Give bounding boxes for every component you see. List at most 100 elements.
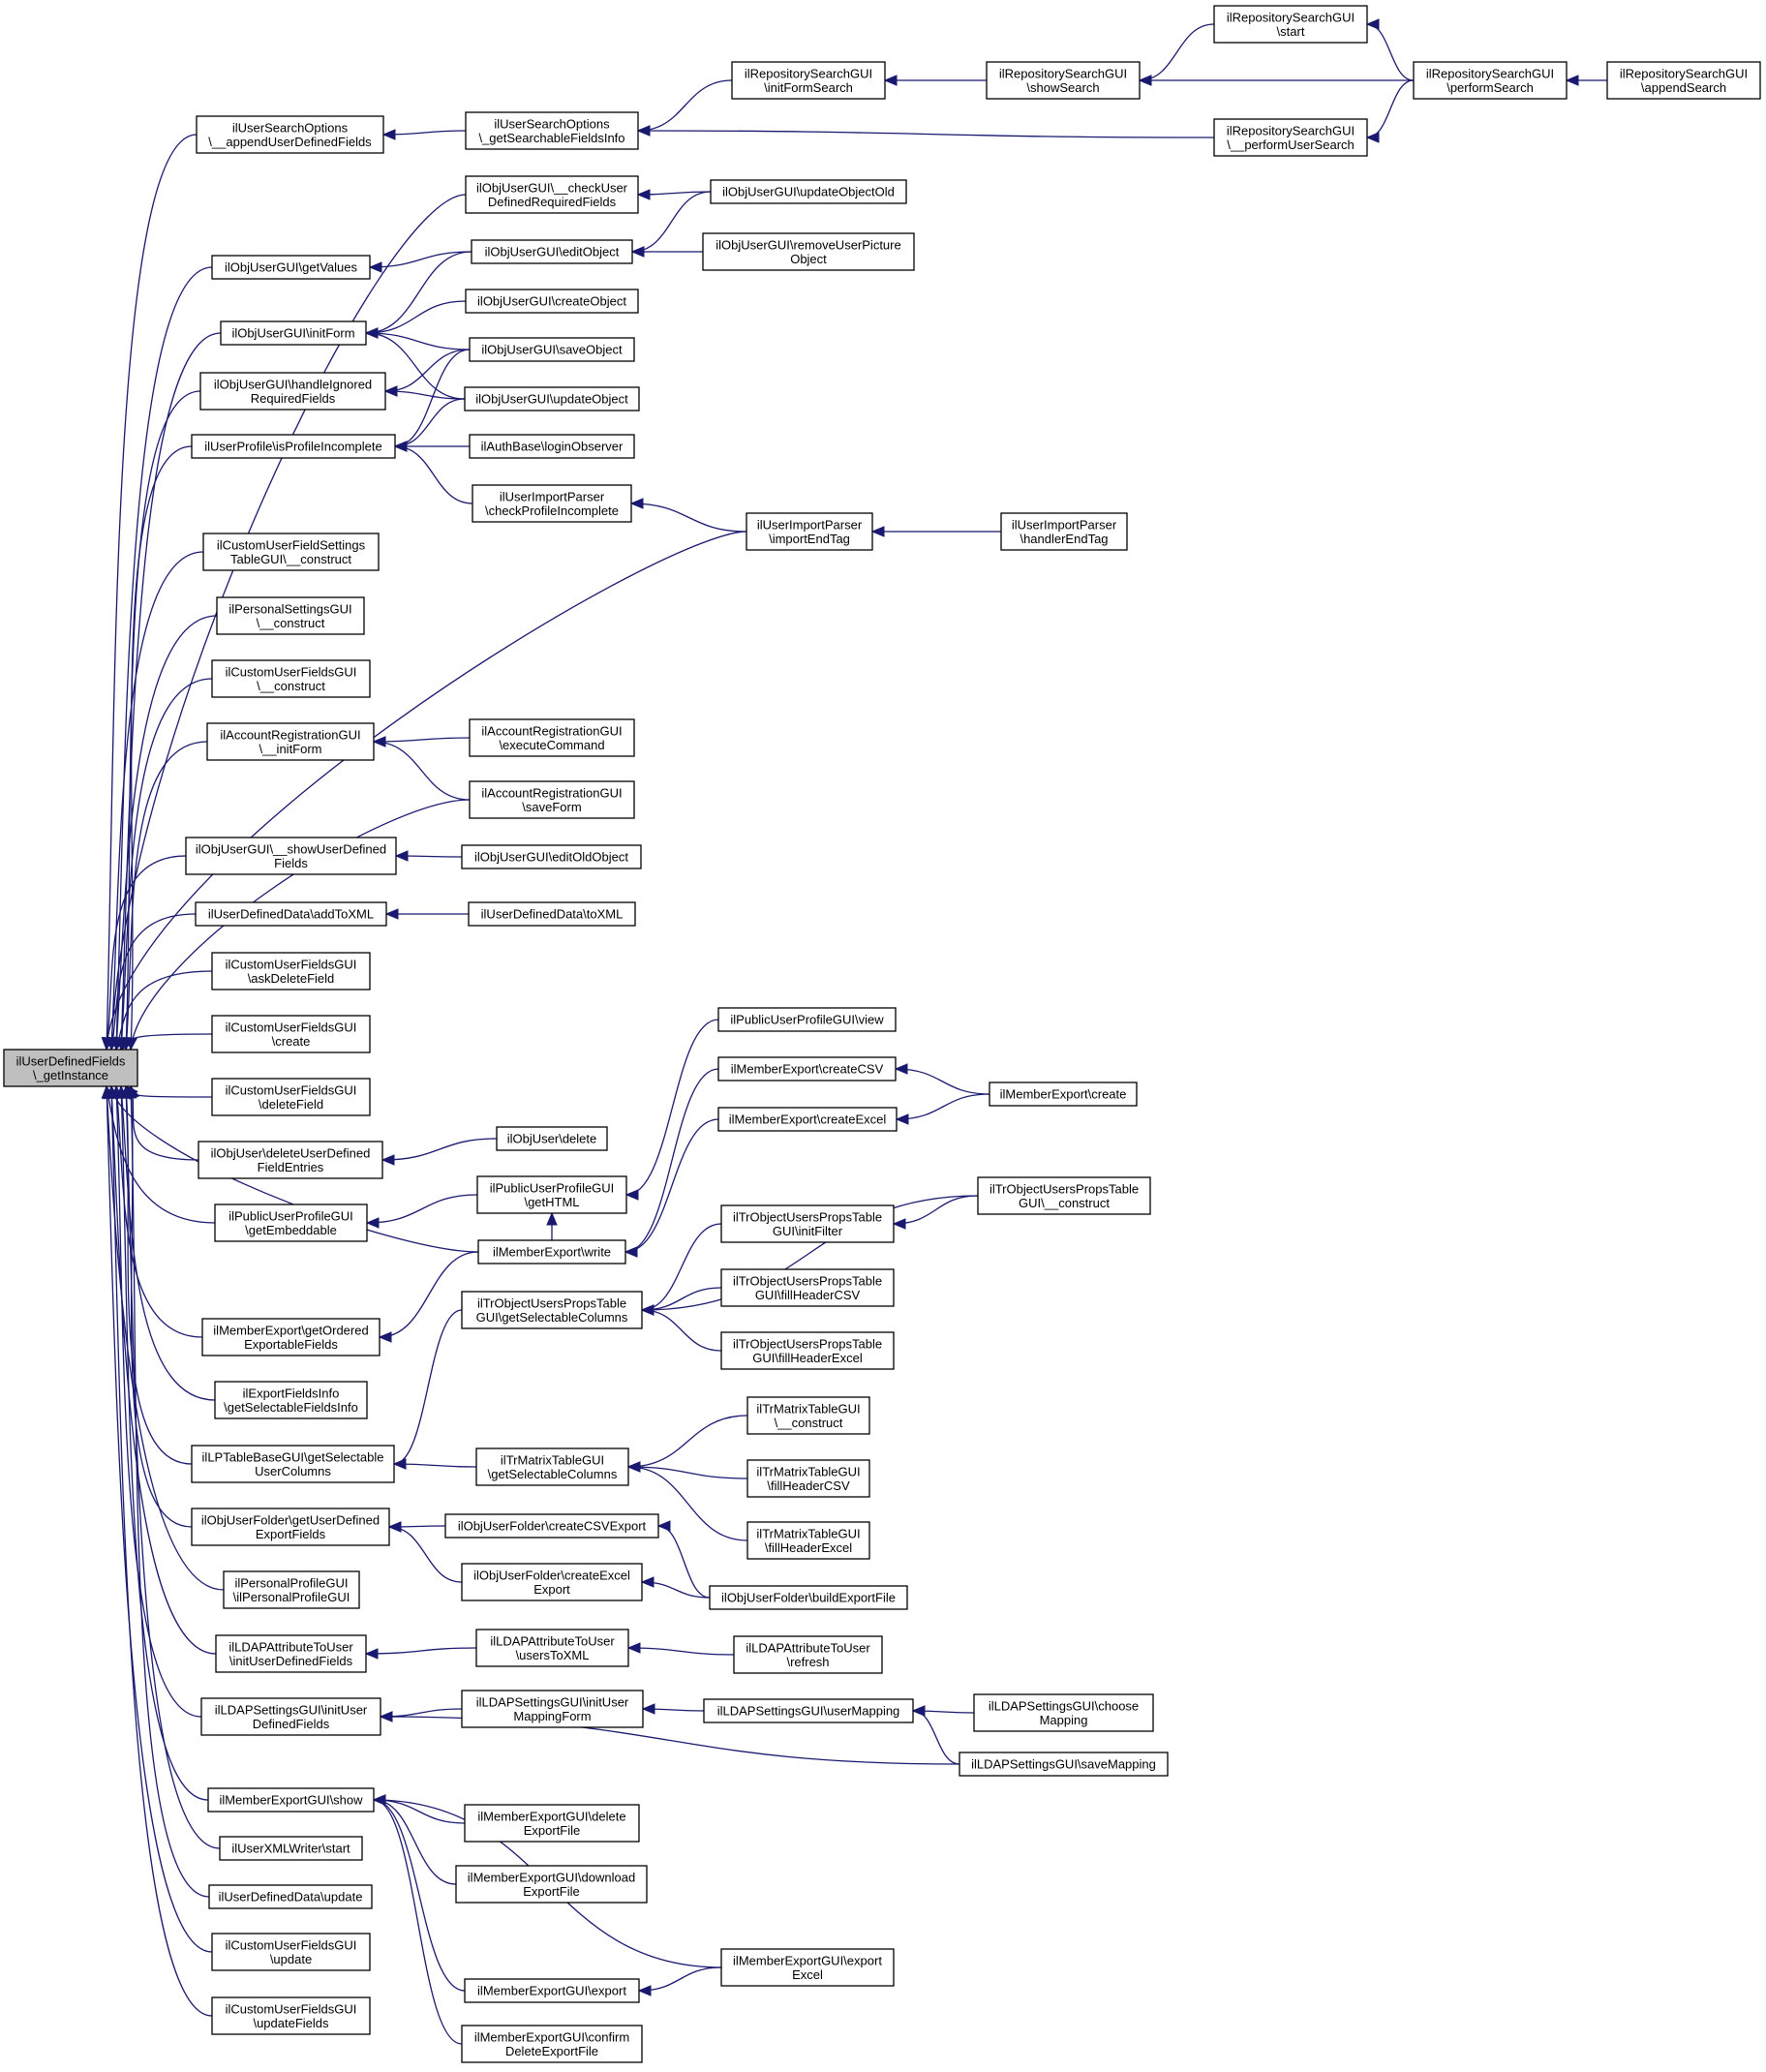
function-node-ar_initform[interactable]: ilAccountRegistrationGUI\__initForm [206, 722, 375, 761]
function-node-uf_getudf[interactable]: ilObjUserFolder\getUserDefinedExportFiel… [191, 1508, 390, 1546]
function-node-ou_delete[interactable]: ilObjUser\delete [496, 1126, 608, 1151]
function-node-pup_embed[interactable]: ilPublicUserProfileGUI\getEmbeddable [214, 1204, 368, 1242]
function-node-pup_gethtml[interactable]: ilPublicUserProfileGUI\getHTML [476, 1175, 627, 1214]
arrowhead [637, 1985, 652, 1996]
function-node-udd_update[interactable]: ilUserDefinedData\update [208, 1884, 373, 1909]
function-node-meg_show[interactable]: ilMemberExportGUI\show [207, 1787, 375, 1813]
arrowhead [383, 385, 398, 397]
function-node-cufst[interactable]: ilCustomUserFieldSettingsTableGUI\__cons… [202, 533, 380, 571]
function-node-ou_editold[interactable]: ilObjUserGUI\editOldObject [461, 844, 642, 869]
edge-line [120, 332, 222, 1051]
function-node-ar_exec[interactable]: ilAccountRegistrationGUI\executeCommand [469, 718, 635, 757]
arrowhead [1138, 75, 1152, 86]
function-node-tr_fillexcel[interactable]: ilTrObjectUsersPropsTableGUI\fillHeaderE… [720, 1331, 895, 1370]
function-node-cuf_updatefields[interactable]: ilCustomUserFieldsGUI\updateFields [211, 1996, 371, 2035]
function-node-pup_view[interactable]: ilPublicUserProfileGUI\view [717, 1007, 897, 1032]
node-label-line: FieldEntries [258, 1160, 324, 1174]
function-node-cuf_delete[interactable]: ilCustomUserFieldsGUI\deleteField [211, 1078, 371, 1116]
function-node-me_excel[interactable]: ilMemberExport\createExcel [717, 1107, 898, 1132]
function-node-up_incomplete[interactable]: ilUserProfile\isProfileIncomplete [191, 434, 396, 459]
function-node-me_csv[interactable]: ilMemberExport\createCSV [717, 1056, 897, 1082]
function-node-ou_updold[interactable]: ilObjUserGUI\updateObjectOld [710, 179, 907, 204]
node-box [198, 1141, 383, 1179]
function-node-me_create[interactable]: ilMemberExport\create [989, 1082, 1138, 1107]
function-node-uip_handler[interactable]: ilUserImportParser\handlerEndTag [1000, 512, 1128, 551]
function-node-trm_fillexcel[interactable]: ilTrMatrixTableGUI\fillHeaderExcel [746, 1521, 870, 1560]
function-node-trm_getsel[interactable]: ilTrMatrixTableGUI\getSelectableColumns [475, 1447, 629, 1486]
function-node-me_write[interactable]: ilMemberExport\write [477, 1239, 626, 1265]
node-label-line: GUI\initFilter [773, 1224, 843, 1238]
call-edge-rs_show-to-rs_init [883, 75, 987, 86]
function-node-ou_getvalues[interactable]: ilObjUserGUI\getValues [211, 255, 371, 280]
node-box [702, 232, 915, 271]
function-node-meg_confirm[interactable]: ilMemberExportGUI\confirmDeleteExportFil… [461, 2025, 643, 2063]
function-node-ou_initform[interactable]: ilObjUserGUI\initForm [220, 320, 367, 346]
function-node-lptb_getsel[interactable]: ilLPTableBaseGUI\getSelectableUserColumn… [191, 1445, 395, 1483]
function-node-rs_perform[interactable]: ilRepositorySearchGUI\performSearch [1413, 61, 1568, 100]
function-node-ou_create[interactable]: ilObjUserGUI\createObject [465, 289, 639, 314]
function-node-ldaps_save[interactable]: ilLDAPSettingsGUI\saveMapping [959, 1752, 1169, 1777]
function-node-udd_toxml[interactable]: ilUserDefinedData\toXML [468, 901, 636, 927]
node-label-line: ilExportFieldsInfo [243, 1386, 340, 1400]
function-node-meg_export[interactable]: ilMemberExportGUI\export [464, 1978, 640, 2003]
function-node-ab_login[interactable]: ilAuthBase\loginObserver [469, 434, 635, 459]
call-edge-rs_perfuser-to-uso_getsearch [636, 125, 1215, 138]
function-node-cuf_update[interactable]: ilCustomUserFieldsGUI\update [211, 1933, 371, 1971]
function-node-udd_addxml[interactable]: ilUserDefinedData\addToXML [195, 901, 387, 927]
node-label-line: ilMemberExport\write [493, 1245, 611, 1260]
function-node-uip_check[interactable]: ilUserImportParser\checkProfileIncomplet… [472, 484, 632, 523]
function-node-tr_getsel[interactable]: ilTrObjectUsersPropsTableGUI\getSelectab… [461, 1291, 643, 1329]
node-label-line: ilTrMatrixTableGUI [756, 1526, 860, 1540]
function-node-ldaps_initudf[interactable]: ilLDAPSettingsGUI\initUserDefinedFields [200, 1697, 381, 1736]
function-node-rs_perfuser[interactable]: ilRepositorySearchGUI\__performUserSearc… [1213, 118, 1368, 157]
node-label-line: ilObjUserGUI\__showUserDefined [196, 841, 386, 856]
function-node-uso_getsearch[interactable]: ilUserSearchOptions\_getSearchableFields… [465, 111, 639, 150]
function-node-ou_save[interactable]: ilObjUserGUI\saveObject [469, 337, 635, 362]
function-node-ldaps_usermap[interactable]: ilLDAPSettingsGUI\userMapping [703, 1698, 914, 1723]
function-node-ou_update[interactable]: ilObjUserGUI\updateObject [464, 386, 640, 411]
function-node-tr_fillcsv[interactable]: ilTrObjectUsersPropsTableGUI\fillHeaderC… [720, 1268, 895, 1307]
function-node-cuf_askdel[interactable]: ilCustomUserFieldsGUI\askDeleteField [211, 952, 371, 990]
function-node-uip_import[interactable]: ilUserImportParser\importEndTag [746, 512, 873, 551]
function-node-ldap_usersxml[interactable]: ilLDAPAttributeToUser\usersToXML [475, 1629, 629, 1667]
edge-line [893, 1195, 979, 1225]
arrowhead [894, 1063, 908, 1075]
function-node-ef_getsel[interactable]: ilExportFieldsInfo\getSelectableFieldsIn… [214, 1381, 368, 1419]
function-node-ps_construct[interactable]: ilPersonalSettingsGUI\__construct [216, 596, 365, 635]
function-node-ar_save[interactable]: ilAccountRegistrationGUI\saveForm [469, 780, 635, 819]
function-node-ou_edit[interactable]: ilObjUserGUI\editObject [471, 239, 633, 264]
function-node-uf_csvexport[interactable]: ilObjUserFolder\createCSVExport [444, 1513, 659, 1539]
function-node-trm_construct[interactable]: ilTrMatrixTableGUI\__construct [746, 1396, 870, 1435]
function-node-uf_build[interactable]: ilObjUserFolder\buildExportFile [709, 1585, 908, 1610]
function-node-ldap_initudf[interactable]: ilLDAPAttributeToUser\initUserDefinedFie… [215, 1634, 367, 1673]
function-node-rs_start[interactable]: ilRepositorySearchGUI\start [1213, 5, 1368, 44]
call-edge-meg_confirm-to-meg_show [372, 1794, 463, 2045]
function-node-rs_init[interactable]: ilRepositorySearchGUI\initFormSearch [731, 61, 886, 100]
arrowhead [892, 1218, 906, 1230]
function-node-uxw_start[interactable]: ilUserXMLWriter\start [219, 1836, 363, 1861]
root-function-node[interactable]: ilUserDefinedFields\_getInstance [3, 1049, 138, 1087]
node-box [464, 1978, 640, 2003]
function-node-trm_fillcsv[interactable]: ilTrMatrixTableGUI\fillHeaderCSV [746, 1459, 870, 1498]
function-node-rs_append[interactable]: ilRepositorySearchGUI\appendSearch [1606, 61, 1761, 100]
function-node-cuf_create[interactable]: ilCustomUserFieldsGUI\create [211, 1015, 371, 1053]
function-node-cuf_construct[interactable]: ilCustomUserFieldsGUI\__construct [211, 659, 371, 698]
function-node-pp_construct[interactable]: ilPersonalProfileGUI\ilPersonalProfileGU… [223, 1570, 360, 1609]
function-node-ou_check[interactable]: ilObjUserGUI\__checkUserDefinedRequiredF… [465, 175, 639, 214]
function-node-me_getordered[interactable]: ilMemberExport\getOrderedExportableField… [201, 1318, 381, 1356]
function-node-uso_append[interactable]: ilUserSearchOptions\__appendUserDefinedF… [196, 115, 384, 154]
function-node-rs_show[interactable]: ilRepositorySearchGUI\showSearch [986, 61, 1141, 100]
function-node-ldap_refresh[interactable]: ilLDAPAttributeToUser\refresh [733, 1635, 883, 1674]
